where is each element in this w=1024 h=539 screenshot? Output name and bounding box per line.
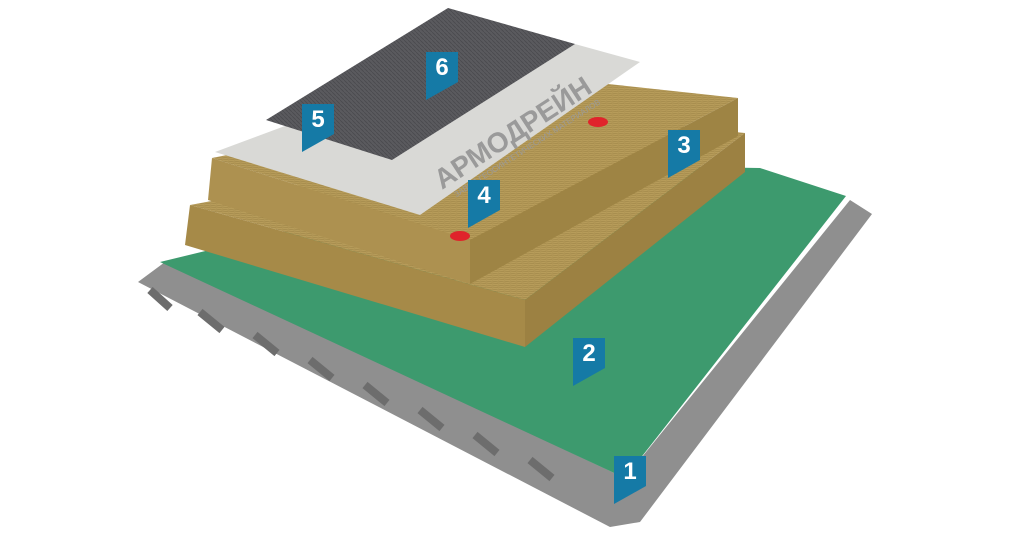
- marker-label: 1: [623, 458, 637, 485]
- marker-5: 5: [302, 104, 334, 152]
- fastener-2: [450, 231, 470, 241]
- marker-label: 4: [477, 182, 491, 209]
- marker-6: 6: [426, 52, 458, 100]
- marker-label: 6: [435, 54, 449, 81]
- insulation-lower-side: [525, 133, 745, 347]
- marker-1: 1: [614, 456, 646, 504]
- deck-corrugations: [147, 287, 555, 482]
- marker-label: 2: [582, 340, 596, 367]
- marker-2: 2: [573, 338, 605, 386]
- insulation-lower-front: [185, 205, 525, 347]
- fastener-1: [588, 117, 608, 127]
- metal-deck: [138, 200, 872, 527]
- insulation-upper-front: [208, 158, 470, 284]
- marker-4: 4: [468, 180, 500, 228]
- marker-3: 3: [668, 130, 700, 178]
- waterproofing-membrane: [266, 8, 575, 160]
- marker-label: 3: [677, 132, 691, 159]
- marker-label: 5: [311, 106, 325, 133]
